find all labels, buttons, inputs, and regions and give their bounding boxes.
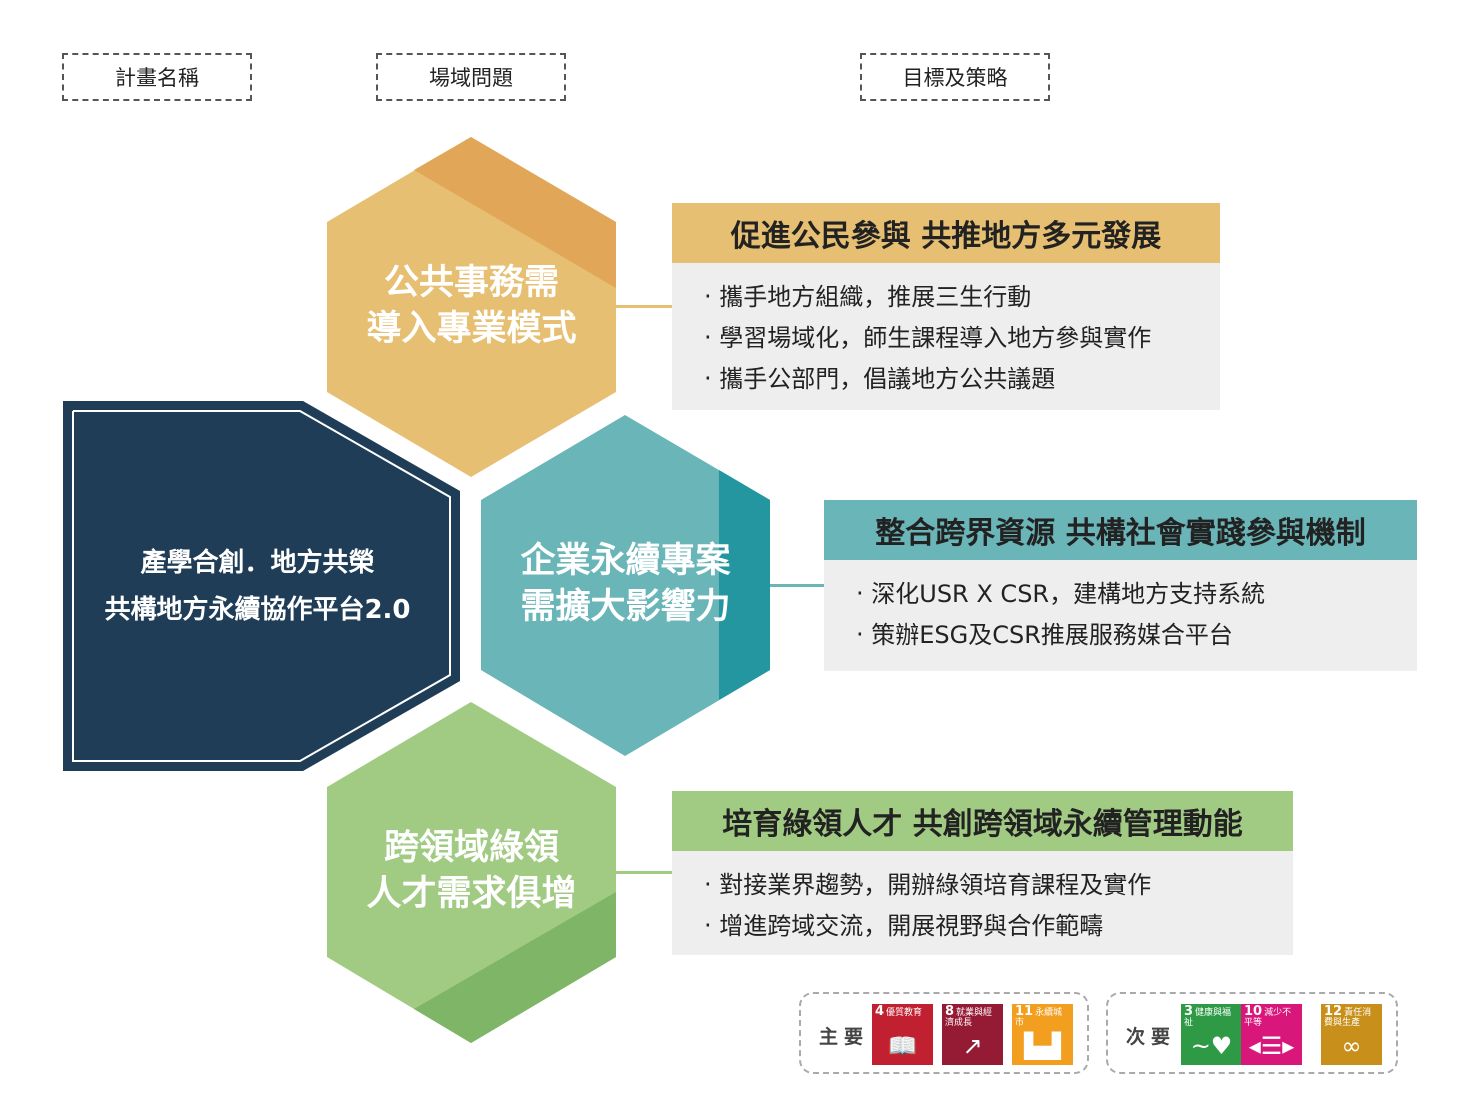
sdg-name: 優質教育 [886, 1008, 923, 1018]
infinity-icon: ∞ [1341, 1032, 1362, 1060]
plan-title: 產學合創．地方共榮 共構地方永續協作平台2.0 [70, 540, 445, 634]
goal-title-3: 培育綠領人才 共創跨領域永續管理動能 [672, 791, 1293, 851]
goal-item: ‧ 策辦ESG及CSR推展服務媒合平台 [856, 621, 1233, 649]
equality-icon: ◂☰▸ [1248, 1032, 1295, 1060]
book-icon: 📖 [887, 1032, 918, 1060]
header-field-issues: 場域問題 [376, 53, 566, 101]
connector [616, 871, 672, 874]
plan-panel-border [72, 410, 451, 762]
header-plan-name: 計畫名稱 [62, 53, 252, 101]
plan-title-line2: 共構地方永續協作平台2.0 [104, 595, 411, 625]
goal-item: ‧ 深化USR X CSR，建構地方支持系統 [856, 580, 1266, 608]
header-goals-strategies: 目標及策略 [860, 53, 1050, 101]
connector [616, 305, 672, 308]
issue-green-talent: 跨領域綠領人才需求俱增 [327, 825, 616, 917]
goal-items-3: ‧ 對接業界趨勢，開辦綠領培育課程及實作 ‧ 增進跨域交流，開展視野與合作範疇 [672, 851, 1293, 955]
issue-corporate: 企業永續專案需擴大影響力 [481, 538, 770, 630]
issue-line: 跨領域綠領 [383, 828, 559, 868]
issue-line: 導入專業模式 [366, 309, 577, 349]
sdg-num: 4 [875, 1004, 885, 1019]
sdg-num: 11 [1015, 1004, 1034, 1019]
sdg-name: 永續城市 [1015, 1008, 1063, 1028]
sdg-num: 3 [1184, 1004, 1194, 1019]
growth-chart-icon: ↗ [962, 1032, 983, 1060]
goal-items-2: ‧ 深化USR X CSR，建構地方支持系統 ‧ 策辦ESG及CSR推展服務媒合… [824, 560, 1417, 671]
hex-public-affairs-accent [414, 137, 616, 288]
goal-items-1: ‧ 攜手地方組織，推展三生行動 ‧ 學習場域化，師生課程導入地方參與實作 ‧ 攜… [672, 263, 1220, 410]
goal-item: ‧ 攜手公部門，倡議地方公共議題 [704, 365, 1056, 393]
city-icon: ▙▟ [1024, 1032, 1061, 1060]
hex-corporate [481, 415, 770, 756]
goal-item: ‧ 攜手地方組織，推展三生行動 [704, 283, 1032, 311]
sdg-name: 責任消費與生產 [1324, 1008, 1372, 1028]
heartbeat-icon: ~♥ [1190, 1032, 1233, 1060]
sdg-num: 12 [1324, 1004, 1343, 1019]
plan-panel [63, 401, 460, 771]
issue-line: 企業永續專案 [520, 541, 731, 581]
sdg-name: 就業與經濟成長 [945, 1008, 993, 1028]
issue-line: 需擴大影響力 [520, 587, 731, 627]
issue-line: 人才需求俱增 [366, 874, 577, 914]
sdg-primary-label: 主要 [819, 1026, 870, 1048]
sdg-name: 健康與福祉 [1184, 1008, 1232, 1028]
issue-line: 公共事務需 [383, 263, 559, 303]
sdg-num: 8 [945, 1004, 955, 1019]
goal-item: ‧ 對接業界趨勢，開辦綠領培育課程及實作 [704, 871, 1152, 899]
hex-corporate-accent [719, 470, 770, 700]
plan-title-line1: 產學合創．地方共榮 [140, 548, 375, 578]
goal-item: ‧ 增進跨域交流，開展視野與合作範疇 [704, 912, 1104, 940]
goal-item: ‧ 學習場域化，師生課程導入地方參與實作 [704, 324, 1152, 352]
goal-title-1: 促進公民參與 共推地方多元發展 [672, 203, 1220, 263]
sdg-name: 減少不平等 [1244, 1008, 1292, 1028]
sdg-secondary-label: 次要 [1126, 1026, 1177, 1048]
issue-public-affairs: 公共事務需導入專業模式 [327, 260, 616, 352]
connector [770, 584, 824, 587]
sdg-num: 10 [1244, 1004, 1263, 1019]
goal-title-2: 整合跨界資源 共構社會實踐參與機制 [824, 500, 1417, 560]
hex-green-talent-accent [414, 892, 616, 1043]
